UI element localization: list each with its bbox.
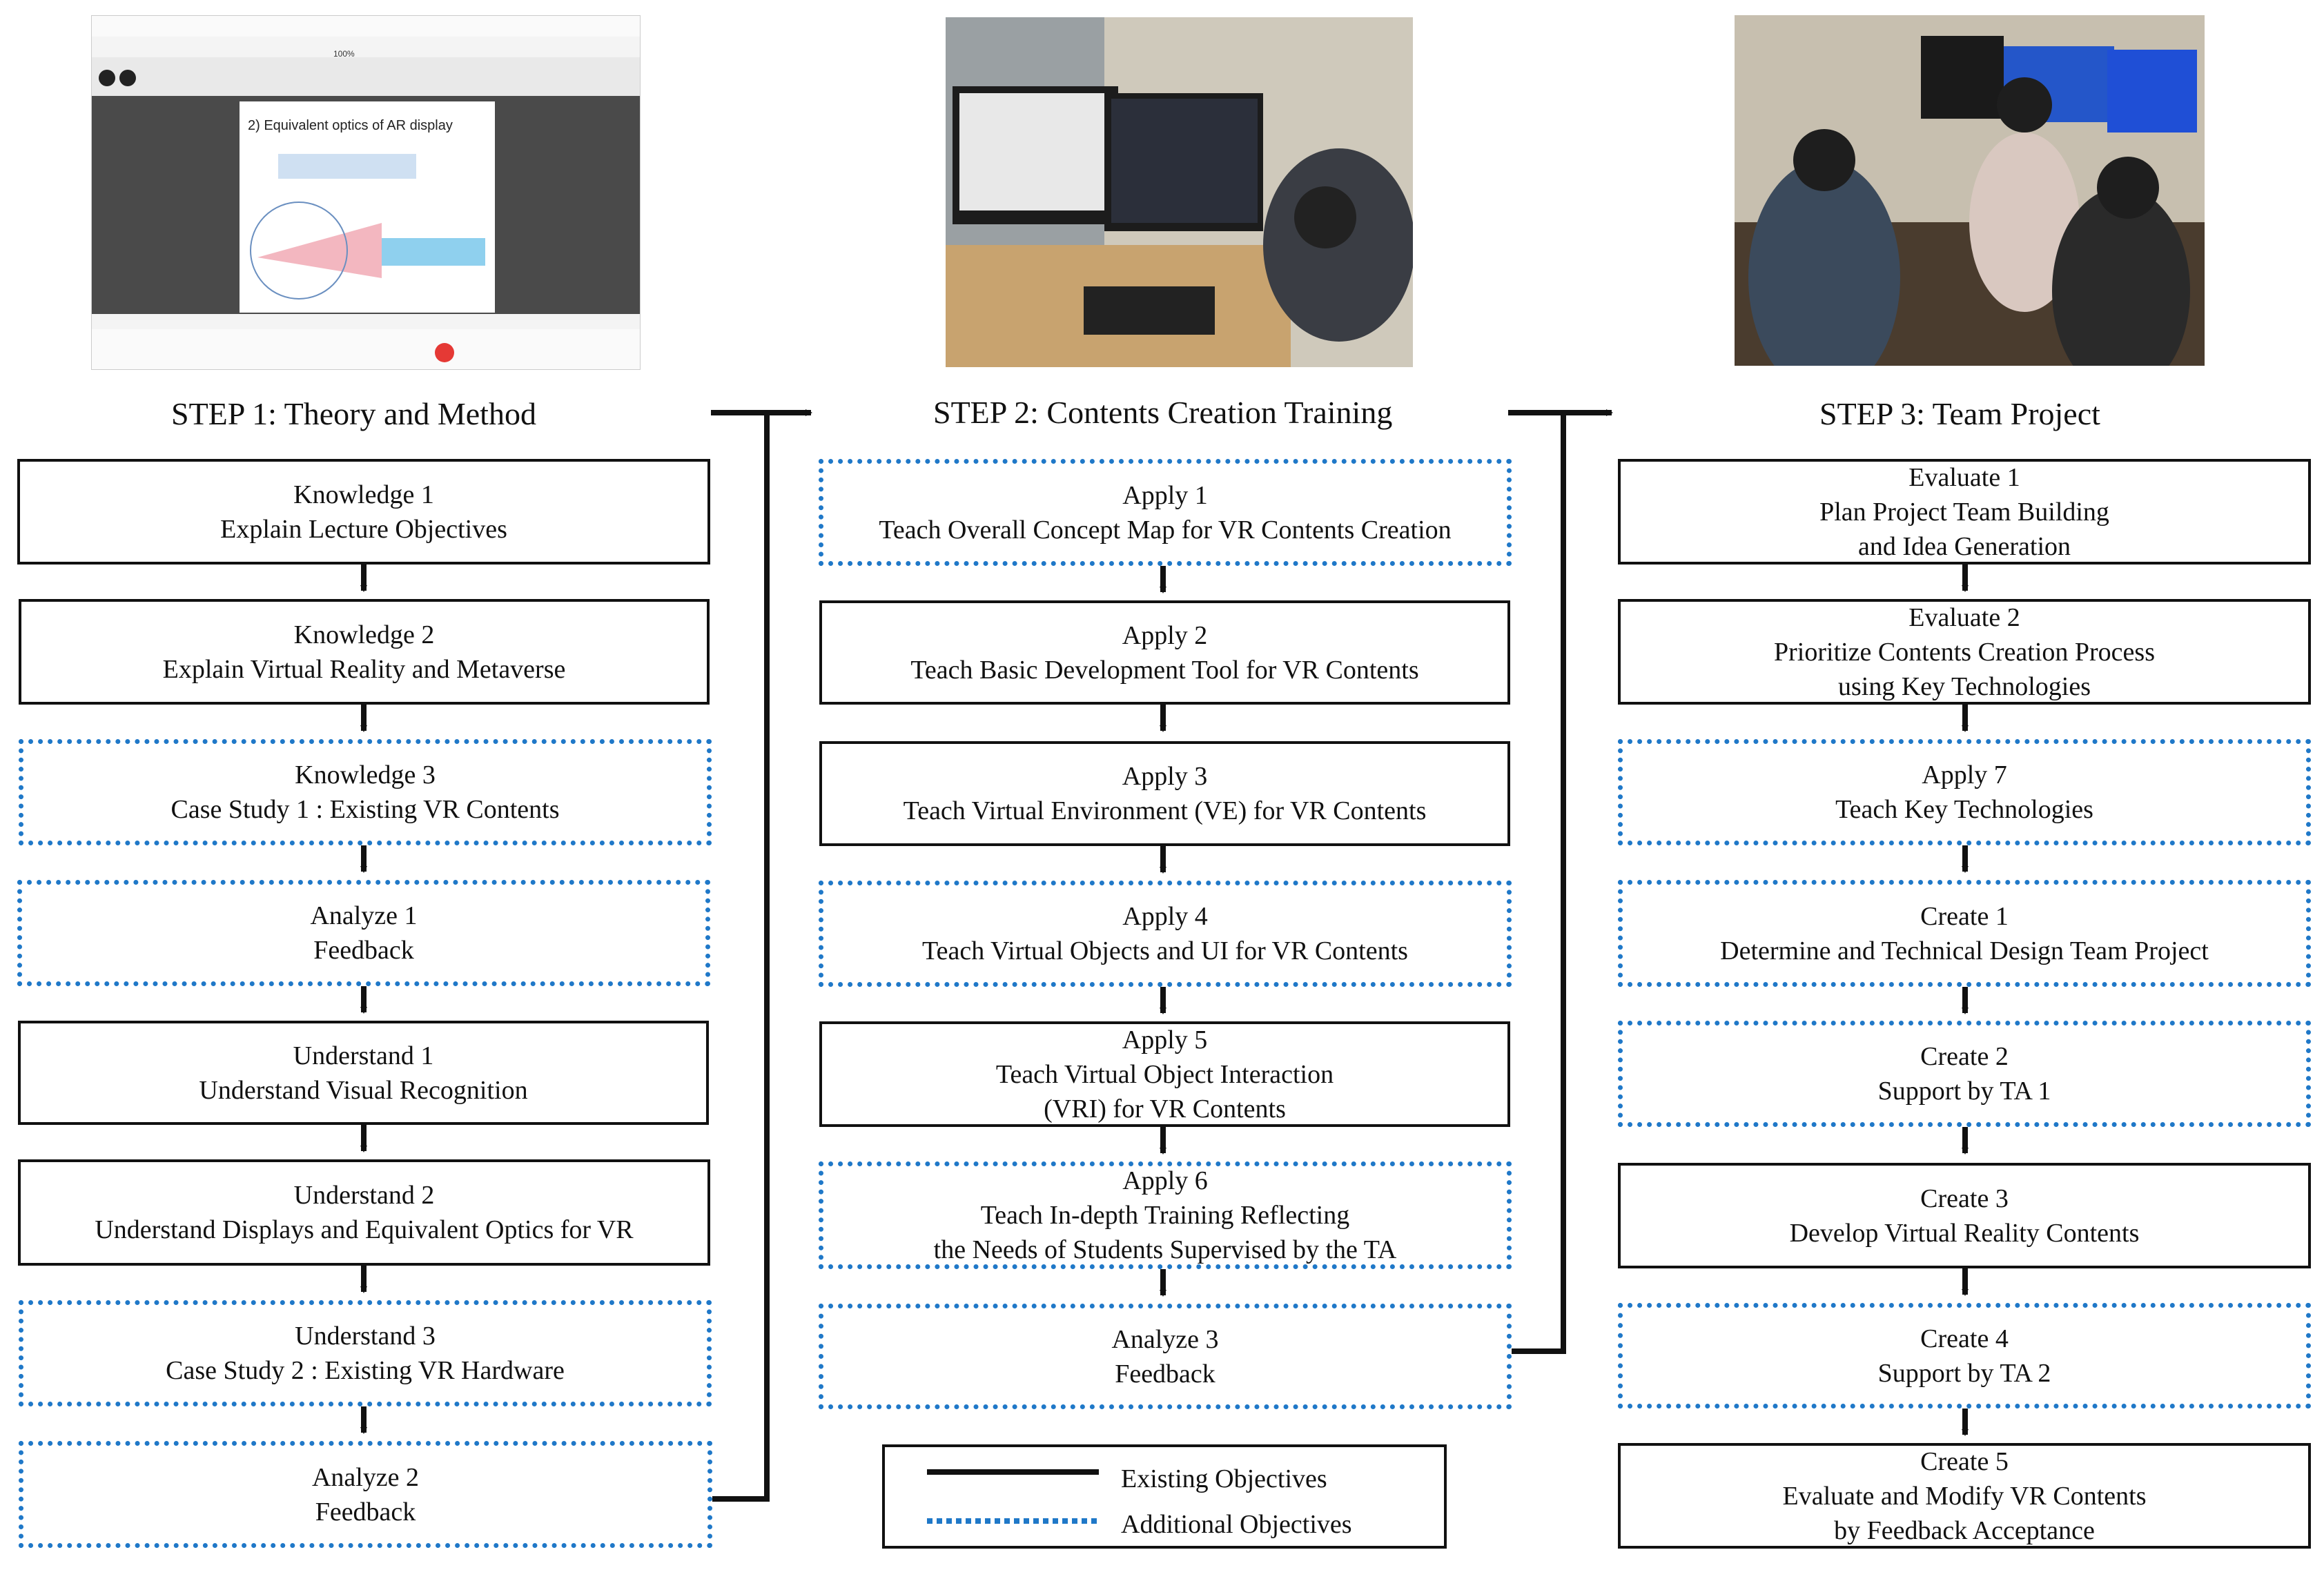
step1-box-1: Knowledge 1 Explain Lecture Objectives (17, 459, 710, 565)
step2-box-3: Apply 3 Teach Virtual Environment (VE) f… (819, 741, 1510, 846)
box-text: Case Study 1 : Existing VR Contents (170, 795, 560, 824)
box-text: Support by TA 2 (1877, 1358, 2051, 1388)
box-text: Teach Basic Development Tool for VR Cont… (910, 655, 1419, 685)
box-heading: Evaluate 2 (1908, 602, 2020, 632)
box-text: (VRI) for VR Contents (1044, 1094, 1286, 1123)
box-heading: Create 4 (1920, 1324, 2009, 1353)
box-heading: Apply 4 (1122, 902, 1208, 931)
step2-box-4: Apply 4 Teach Virtual Objects and UI for… (819, 881, 1512, 987)
box-text: Develop Virtual Reality Contents (1789, 1218, 2140, 1248)
step3-box-8: Create 5 Evaluate and Modify VR Contents… (1618, 1443, 2311, 1549)
zoom-level: 100% (333, 49, 355, 59)
step3-box-7: Create 4 Support by TA 2 (1618, 1303, 2311, 1409)
step3-title: STEP 3: Team Project (1819, 396, 2100, 431)
step3-box-6: Create 3 Develop Virtual Reality Content… (1618, 1163, 2311, 1268)
legend-additional-label: Additional Objectives (1121, 1510, 1352, 1539)
box-heading: Apply 2 (1122, 620, 1208, 650)
step1-box-7: Understand 3 Case Study 2 : Existing VR … (19, 1300, 712, 1406)
step1-title: STEP 1: Theory and Method (171, 396, 536, 431)
step2-box-1: Apply 1 Teach Overall Concept Map for VR… (819, 459, 1512, 566)
box-heading: Apply 7 (1922, 761, 2007, 789)
box-heading: Apply 1 (1122, 480, 1208, 510)
box-heading: Create 2 (1920, 1042, 2009, 1071)
legend-swatches (927, 1469, 1099, 1524)
box-text: Plan Project Team Building (1819, 497, 2109, 527)
step2-box-6: Apply 6 Teach In-depth Training Reflecti… (819, 1161, 1512, 1269)
box-heading: Apply 6 (1122, 1166, 1208, 1195)
box-heading: Knowledge 1 (293, 480, 434, 509)
step1-box-8: Analyze 2 Feedback (19, 1441, 712, 1548)
step2-training-photo (946, 17, 1413, 367)
step1-box-3: Knowledge 3 Case Study 1 : Existing VR C… (19, 739, 712, 845)
box-text: Teach Virtual Environment (VE) for VR Co… (903, 796, 1427, 825)
box-text: Teach Virtual Object Interaction (995, 1059, 1334, 1089)
box-text: and Idea Generation (1857, 531, 2071, 561)
box-text: Explain Lecture Objectives (220, 514, 507, 544)
step3-box-2: Evaluate 2 Prioritize Contents Creation … (1618, 599, 2311, 705)
box-heading: Analyze 3 (1111, 1324, 1219, 1354)
box-text: Explain Virtual Reality and Metaverse (162, 654, 566, 684)
step3-box-5: Create 2 Support by TA 1 (1618, 1021, 2311, 1127)
step3-box-4: Create 1 Determine and Technical Design … (1618, 880, 2311, 987)
step2-box-2: Apply 2 Teach Basic Development Tool for… (819, 600, 1510, 705)
box-text: Feedback (1115, 1359, 1215, 1389)
box-text: Understand Visual Recognition (199, 1075, 528, 1105)
step1-box-6: Understand 2 Understand Displays and Equ… (18, 1159, 710, 1266)
box-heading: Understand 3 (295, 1322, 436, 1351)
box-heading: Create 5 (1920, 1446, 2009, 1476)
box-text: Teach In-depth Training Reflecting (980, 1201, 1350, 1230)
step3-team-photo (1735, 15, 2205, 366)
legend-existing-label: Existing Objectives (1121, 1464, 1327, 1493)
box-text: by Feedback Acceptance (1834, 1515, 2095, 1545)
box-heading: Evaluate 1 (1908, 462, 2020, 492)
box-heading: Understand 1 (293, 1041, 434, 1070)
box-heading: Understand 2 (293, 1181, 435, 1210)
box-text: Understand Displays and Equivalent Optic… (95, 1215, 634, 1244)
slide-title: 2) Equivalent optics of AR display (248, 118, 453, 133)
step1-box-4: Analyze 1 Feedback (17, 880, 710, 986)
box-text: Teach Virtual Objects and UI for VR Cont… (922, 936, 1408, 965)
step3-box-3: Apply 7 Teach Key Technologies (1618, 739, 2311, 845)
box-heading: Create 1 (1920, 901, 2009, 931)
box-text: Teach Key Technologies (1835, 795, 2093, 824)
box-text: Teach Overall Concept Map for VR Content… (879, 515, 1452, 544)
step2-title: STEP 2: Contents Creation Training (933, 395, 1393, 430)
box-heading: Knowledge 2 (293, 620, 435, 649)
legend: Existing Objectives Additional Objective… (882, 1444, 1447, 1549)
box-heading: Analyze 2 (311, 1462, 420, 1492)
box-heading: Apply 5 (1122, 1025, 1208, 1054)
box-text: Case Study 2 : Existing VR Hardware (166, 1356, 565, 1385)
box-text: Feedback (315, 1497, 416, 1527)
box-text: Support by TA 1 (1877, 1077, 2051, 1106)
box-heading: Apply 3 (1122, 762, 1208, 791)
box-text: Feedback (313, 936, 414, 965)
step1-box-2: Knowledge 2 Explain Virtual Reality and … (19, 599, 710, 705)
step1-screenshot-photo: 100% 2) Equivalent optics of AR display (91, 15, 641, 370)
step1-box-5: Understand 1 Understand Visual Recogniti… (18, 1021, 709, 1125)
box-heading: Create 3 (1920, 1184, 2009, 1213)
box-text: Evaluate and Modify VR Contents (1782, 1481, 2147, 1511)
step2-box-7: Analyze 3 Feedback (819, 1304, 1512, 1409)
box-text: Determine and Technical Design Team Proj… (1720, 936, 2209, 965)
box-text: using Key Technologies (1837, 671, 2091, 701)
box-text: the Needs of Students Supervised by the … (933, 1235, 1397, 1264)
step2-box-5: Apply 5 Teach Virtual Object Interaction… (819, 1021, 1510, 1127)
box-text: Prioritize Contents Creation Process (1774, 637, 2155, 667)
box-heading: Analyze 1 (310, 901, 418, 930)
box-heading: Knowledge 3 (295, 761, 436, 789)
step3-box-1: Evaluate 1 Plan Project Team Building an… (1618, 459, 2311, 565)
